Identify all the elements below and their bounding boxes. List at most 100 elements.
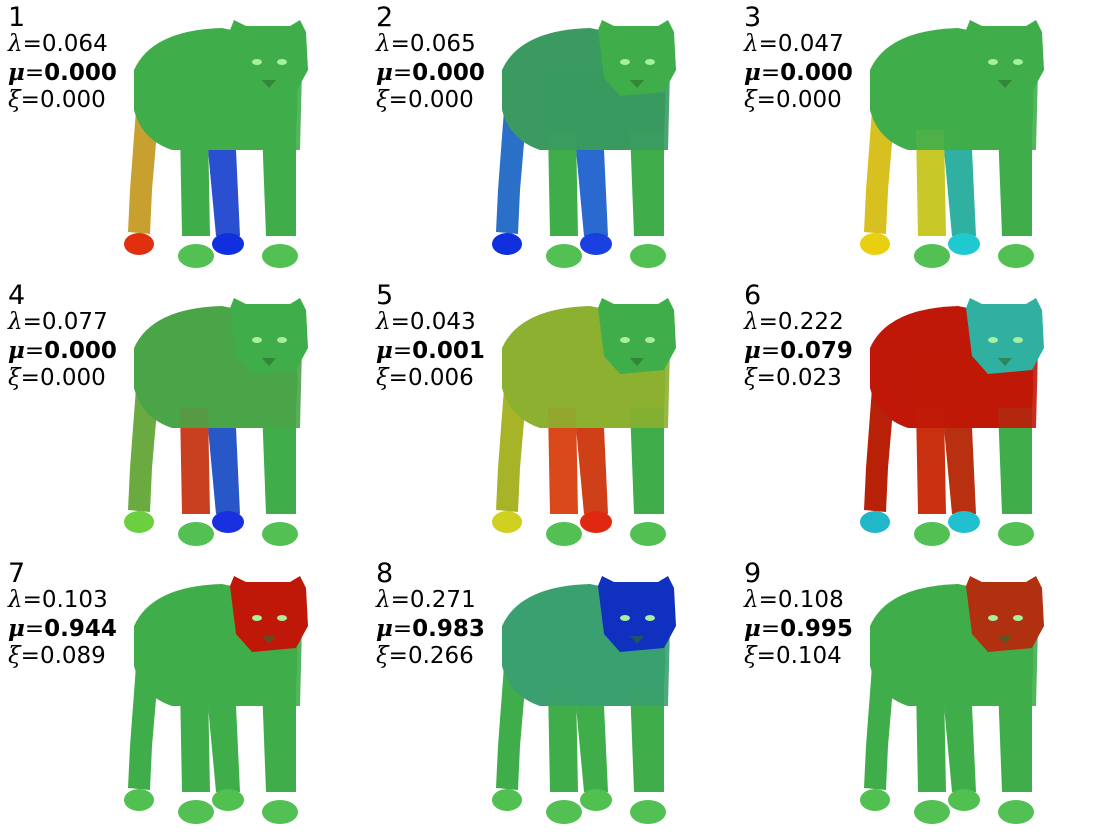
xi-symbol: ξ: [744, 365, 757, 391]
right-eye: [645, 337, 655, 343]
rear-right-paw: [212, 511, 244, 533]
left-eye: [252, 337, 262, 343]
front-right-paw: [262, 800, 298, 824]
lambda-symbol: λ: [376, 587, 391, 613]
mu-row: μ=0.000: [376, 59, 485, 86]
mu-symbol: μ: [744, 59, 761, 86]
xi-row: ξ=0.089: [8, 643, 106, 669]
rear-left-paw: [860, 511, 890, 533]
right-eye: [1013, 615, 1023, 621]
xi-symbol: ξ: [8, 87, 21, 113]
rear-left-leg: [864, 666, 894, 790]
rear-right-leg: [208, 150, 240, 236]
panel-index: 7: [8, 558, 26, 589]
xi-value: 0.089: [39, 643, 106, 669]
front-left-paw: [178, 244, 214, 268]
nose: [630, 636, 644, 644]
head: [966, 576, 1044, 652]
xi-row: ξ=0.266: [376, 643, 474, 669]
front-left-paw: [914, 800, 950, 824]
front-right-leg: [262, 130, 296, 236]
rear-left-leg: [128, 388, 158, 512]
lambda-row: λ=0.047: [744, 31, 844, 57]
left-eye: [252, 615, 262, 621]
head: [966, 20, 1044, 96]
mu-value: 0.944: [44, 616, 117, 642]
head: [966, 298, 1044, 374]
lambda-row: λ=0.065: [376, 31, 476, 57]
left-eye: [988, 615, 998, 621]
mu-value: 0.995: [780, 616, 853, 642]
xi-symbol: ξ: [744, 87, 757, 113]
lambda-value: 0.077: [41, 309, 108, 335]
front-right-leg: [262, 686, 296, 792]
front-right-leg: [998, 408, 1032, 514]
front-right-paw: [998, 522, 1034, 546]
lambda-value: 0.108: [777, 587, 844, 613]
front-right-paw: [998, 800, 1034, 824]
rear-right-paw: [948, 511, 980, 533]
mu-symbol: μ: [376, 59, 393, 86]
head: [230, 576, 308, 652]
right-eye: [277, 615, 287, 621]
lambda-value: 0.064: [41, 31, 108, 57]
right-eye: [645, 615, 655, 621]
lambda-symbol: λ: [8, 587, 23, 613]
panel-index: 6: [744, 280, 762, 311]
xi-row: ξ=0.023: [744, 365, 842, 391]
xi-value: 0.266: [407, 643, 474, 669]
xi-row: ξ=0.006: [376, 365, 474, 391]
left-eye: [252, 59, 262, 65]
left-eye: [988, 59, 998, 65]
rear-right-leg: [944, 428, 976, 514]
mu-value: 0.000: [44, 60, 117, 86]
left-eye: [620, 337, 630, 343]
nose: [262, 358, 276, 366]
lambda-symbol: λ: [8, 309, 23, 335]
rear-right-leg: [576, 150, 608, 236]
cat-mesh-render: [860, 576, 1044, 824]
mu-row: μ=0.079: [744, 337, 853, 364]
rear-left-leg: [128, 110, 158, 234]
xi-value: 0.104: [775, 643, 842, 669]
mu-symbol: μ: [744, 615, 761, 642]
lambda-row: λ=0.103: [8, 587, 108, 613]
left-eye: [620, 59, 630, 65]
front-left-leg: [548, 408, 578, 514]
front-right-leg: [630, 408, 664, 514]
xi-value: 0.000: [407, 87, 474, 113]
rear-right-leg: [944, 150, 976, 236]
xi-value: 0.000: [39, 365, 106, 391]
xi-value: 0.000: [775, 87, 842, 113]
front-right-paw: [262, 244, 298, 268]
xi-symbol: ξ: [8, 643, 21, 669]
cat-mesh-render: [124, 20, 308, 268]
rear-right-paw: [580, 511, 612, 533]
lambda-symbol: λ: [376, 309, 391, 335]
rear-left-paw: [492, 511, 522, 533]
rear-right-leg: [208, 706, 240, 792]
rear-left-paw: [860, 233, 890, 255]
mu-row: μ=0.995: [744, 615, 853, 642]
front-left-paw: [178, 800, 214, 824]
front-left-paw: [178, 522, 214, 546]
mu-symbol: μ: [8, 615, 25, 642]
xi-symbol: ξ: [376, 87, 389, 113]
head: [598, 298, 676, 374]
rear-left-leg: [496, 110, 526, 234]
cat-mesh-render: [492, 298, 676, 546]
front-left-leg: [180, 686, 210, 792]
head: [598, 576, 676, 652]
xi-value: 0.023: [775, 365, 842, 391]
rear-left-leg: [864, 388, 894, 512]
lambda-value: 0.103: [41, 587, 108, 613]
front-right-paw: [630, 800, 666, 824]
rear-left-leg: [496, 666, 526, 790]
lambda-symbol: λ: [744, 31, 759, 57]
